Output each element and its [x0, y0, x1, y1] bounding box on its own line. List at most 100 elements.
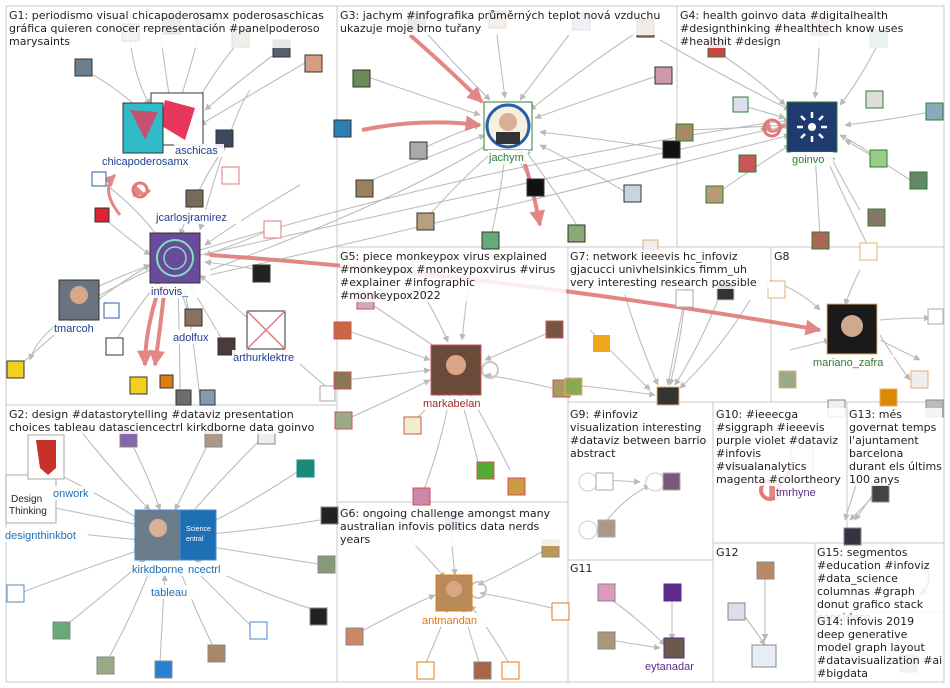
node-avatar [662, 140, 681, 159]
node-avatar [593, 335, 610, 352]
node-avatar [96, 656, 115, 675]
node-avatar [154, 660, 173, 679]
node-avatar [317, 555, 336, 574]
node-avatar [545, 320, 564, 339]
node-avatar-x [859, 242, 878, 261]
label-kirkdborne: kirkdborne [132, 564, 183, 576]
node-avatar [927, 308, 944, 325]
label-onwork: onwork [53, 488, 89, 500]
node-avatar-x [501, 661, 520, 680]
node-eytanadar-image [663, 637, 685, 659]
label-antmandan: antmandan [422, 615, 477, 627]
node-avatar [103, 302, 120, 319]
node-avatar [416, 212, 435, 231]
node-avatar-x [767, 280, 786, 299]
node-avatar [199, 389, 216, 406]
group-frames [5, 5, 945, 683]
label-designthinkbot: designthinkbot [5, 530, 76, 542]
node-avatar-x [249, 621, 268, 640]
node-avatar [910, 370, 929, 389]
group-label-g2: G2: design #datastorytelling #dataviz pr… [9, 408, 334, 434]
node-avatar [526, 178, 545, 197]
goinvo-logo-spokes [797, 112, 827, 142]
node-avatar [207, 644, 226, 663]
node-avatar [675, 123, 694, 142]
node-avatar [909, 171, 928, 190]
node-avatar [756, 561, 775, 580]
node-avatar [564, 377, 583, 396]
node-avatar [105, 337, 124, 356]
node-avatar [334, 411, 353, 430]
node-designthinkbot-image [5, 474, 57, 524]
node-avatar [865, 90, 884, 109]
node-avatar [6, 360, 25, 379]
group-label-g6: G6: ongoing challenge amongst many austr… [340, 507, 566, 546]
node-avatar [319, 385, 336, 402]
jachym-avatar-face [499, 113, 517, 131]
label-adolfux: adolfux [173, 332, 209, 344]
label-poderosaschicas: aschicas [175, 145, 218, 157]
node-avatar [74, 58, 93, 77]
node-avatar [476, 461, 495, 480]
node-avatar [185, 189, 204, 208]
node-avatar [412, 487, 431, 506]
node-avatar [869, 149, 888, 168]
node-avatar [925, 102, 944, 121]
node-avatar [662, 472, 681, 491]
node-avatar [778, 370, 797, 389]
node-avatar [91, 171, 107, 187]
science-central-text: entral [186, 536, 204, 543]
node-avatar [879, 388, 898, 407]
node-avatar [52, 621, 71, 640]
group-label-g3: G3: jachym #infografika průměrných teplo… [340, 9, 670, 35]
label-tmarcoh: tmarcoh [54, 323, 94, 335]
node-circle [645, 472, 665, 492]
node-avatar [738, 154, 757, 173]
label-tmrhyne: tmrhyne [776, 487, 816, 499]
node-avatar [597, 583, 616, 602]
frame-g1 [5, 5, 338, 406]
node-avatar [705, 185, 724, 204]
node-avatar [597, 631, 616, 650]
node-avatar [333, 119, 352, 138]
node-avatar [345, 627, 364, 646]
group-label-g15: G15: segmentos #education #infoviz #data… [817, 546, 943, 624]
node-infovis-image [149, 232, 201, 284]
label-jachym: jachym [488, 152, 524, 164]
node-avatar [732, 96, 749, 113]
node-avatar [654, 66, 673, 85]
node-circle [578, 520, 598, 540]
label-arthurklektre: arthurklektre [233, 352, 294, 364]
poderosaschicas-logo-shape [130, 110, 158, 140]
group-label-g13: G13: més governat temps l'ajuntament bar… [849, 408, 942, 486]
node-avatar [215, 129, 234, 148]
label-datasciencectrl: ncectrl [188, 564, 220, 576]
label-mariano-zafra: mariano_zafra [813, 357, 884, 369]
node-avatar [663, 583, 682, 602]
node-avatar [355, 179, 374, 198]
node-avatar [409, 141, 428, 160]
design-thinking-text: Design [11, 494, 42, 505]
node-avatar [217, 337, 236, 356]
node-avatar [129, 376, 148, 395]
node-avatar [507, 477, 526, 496]
markabelan-avatar-face [446, 355, 466, 375]
node-avatar [811, 231, 830, 250]
node-avatar-x [416, 661, 435, 680]
node-avatar [403, 416, 422, 435]
label-jcarlosjramirez: jcarlosjramirez [155, 212, 227, 224]
node-avatar [184, 308, 203, 327]
hub-nodes [5, 92, 878, 659]
node-avatar [252, 264, 271, 283]
node-datasciencectrl-image [179, 509, 217, 561]
goinvo-logo-dot [808, 123, 816, 131]
tmarcoh-avatar-face [70, 286, 88, 304]
group-label-g11: G11 [570, 562, 593, 575]
group-label-g8: G8 [774, 250, 790, 263]
group-label-g1: G1: periodismo visual chicapoderosamx po… [9, 9, 334, 48]
node-avatar [94, 207, 110, 223]
label-eytanadar: eytanadar [645, 661, 694, 673]
science-central-text: Science [186, 526, 211, 533]
jachym-avatar-body [496, 132, 520, 144]
node-avatar-x [221, 166, 240, 185]
